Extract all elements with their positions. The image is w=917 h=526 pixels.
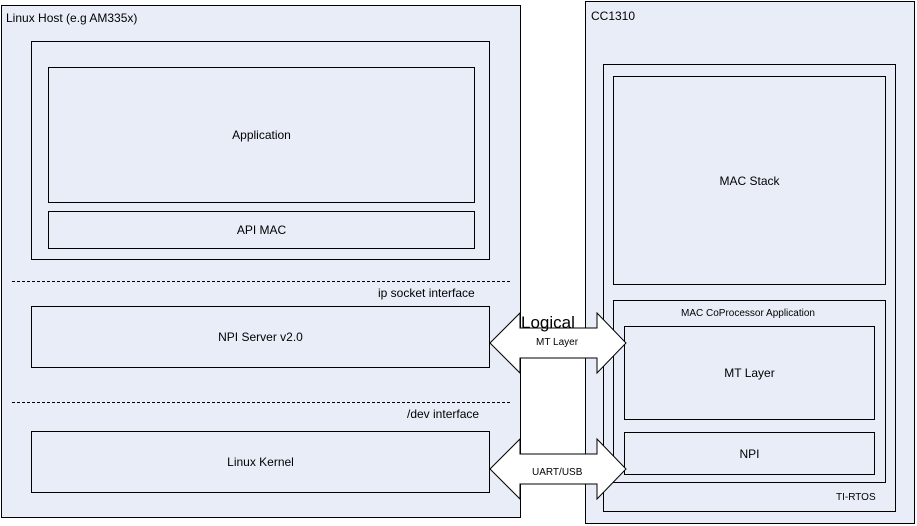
ip-socket-interface-line — [12, 281, 510, 282]
cc1310-title: CC1310 — [591, 9, 636, 23]
linux-kernel-box: Linux Kernel — [31, 431, 490, 493]
dev-interface-line — [12, 402, 510, 403]
api-mac-box: API MAC — [48, 211, 475, 249]
npi-server-box: NPI Server v2.0 — [31, 306, 490, 368]
uart-usb-arrow — [489, 437, 627, 501]
mac-coprocessor-app-label: MAC CoProcessor Application — [681, 308, 815, 319]
logical-label: Logical — [521, 313, 575, 332]
logical-arrow — [489, 311, 627, 375]
mt-layer-link-label: MT Layer — [536, 337, 579, 348]
linux-host-title: Linux Host (e.g AM335x) — [6, 11, 138, 25]
ti-rtos-label: TI-RTOS — [836, 492, 876, 503]
npi-box: NPI — [624, 432, 875, 475]
ip-socket-interface-label: ip socket interface — [378, 286, 475, 300]
dev-interface-label: /dev interface — [407, 407, 480, 421]
mac-stack-box: MAC Stack — [613, 76, 886, 285]
uart-usb-label: UART/USB — [532, 467, 583, 478]
application-box: Application — [48, 67, 475, 203]
mt-layer-box: MT Layer — [624, 326, 875, 420]
